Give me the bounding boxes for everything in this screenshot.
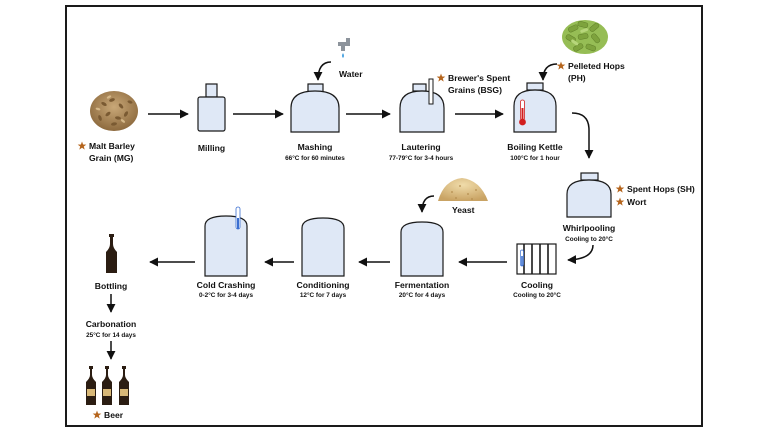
fermenter-vessel-icon (400, 221, 444, 277)
beer-bottle-icon (102, 366, 112, 405)
cold-crashing-label: Cold Crashing (197, 280, 256, 290)
pelleted-hops-label-line2: (PH) (568, 73, 586, 83)
pelleted-hops-icon (562, 20, 608, 54)
malt-label-line1: Malt Barley (89, 141, 135, 151)
conditioning-label: Conditioning (297, 280, 350, 290)
arrow-whirlpool-to-cooling (567, 244, 594, 265)
whirlpooling-label: Whirlpooling (563, 223, 616, 233)
beer-bottle-icon (86, 366, 96, 405)
fermentation-condition: 20°C for 4 days (399, 291, 446, 299)
lauter-tun-icon (399, 78, 445, 133)
mill-vessel-icon (197, 83, 226, 132)
whirlpooling-condition: Cooling to 20°C (565, 235, 613, 243)
beer-bottle-icon (119, 366, 129, 405)
mashing-condition: 66°C for 60 minutes (285, 154, 345, 162)
star-icon (436, 73, 446, 82)
beer-bottles-group (86, 366, 129, 405)
malt-grain-pile-icon (90, 91, 138, 131)
mashing-label: Mashing (298, 142, 333, 152)
conditioning-condition: 12°C for 7 days (300, 291, 347, 299)
boiling-label: Boiling Kettle (507, 142, 563, 152)
milling-label: Milling (198, 143, 225, 153)
pelleted-hops-label-line1: Pelleted Hops (568, 61, 625, 71)
star-icon (615, 197, 625, 206)
yeast-label: Yeast (452, 205, 475, 215)
arrow-boiling-to-whirlpool (571, 112, 594, 159)
cold-crash-vessel-icon (204, 206, 248, 277)
conditioning-vessel-icon (301, 217, 345, 277)
wort-label: Wort (627, 197, 647, 207)
lautering-label: Lautering (401, 142, 440, 152)
carbonation-condition: 25°C for 14 days (86, 331, 136, 339)
star-icon (77, 141, 87, 150)
arrow-water-to-mashing (313, 61, 332, 81)
cooling-condition: Cooling to 20°C (513, 291, 561, 299)
bsg-label-line1: Brewer's Spent (448, 73, 510, 83)
star-icon (92, 410, 102, 419)
arrow-yeast-to-fermentation (417, 195, 435, 213)
star-icon (615, 184, 625, 193)
malt-label-line2: Grain (MG) (89, 153, 134, 163)
fermentation-label: Fermentation (395, 280, 449, 290)
boiling-condition: 100°C for 1 hour (510, 154, 560, 162)
whirlpool-vessel-icon (566, 172, 612, 218)
carbonation-label: Carbonation (86, 319, 137, 329)
spent-hops-label: Spent Hops (SH) (627, 184, 695, 194)
mash-tun-icon (290, 83, 340, 133)
water-label: Water (339, 69, 363, 79)
water-tap-icon (338, 38, 350, 58)
yeast-pile-icon (438, 178, 488, 201)
beer-label: Beer (104, 410, 124, 420)
thermometer-icon (519, 99, 526, 126)
arrow-hops-to-boiling (538, 63, 558, 81)
cold-crashing-condition: 0-2°C for 3-4 days (199, 291, 254, 299)
star-icon (556, 61, 566, 70)
bottling-label: Bottling (95, 281, 127, 291)
beer-bottle-icon (106, 234, 117, 273)
heat-exchanger-icon (516, 243, 557, 275)
bsg-label-line2: Grains (BSG) (448, 85, 502, 95)
lautering-condition: 77-79°C for 3-4 hours (389, 154, 454, 162)
cooling-label: Cooling (521, 280, 553, 290)
